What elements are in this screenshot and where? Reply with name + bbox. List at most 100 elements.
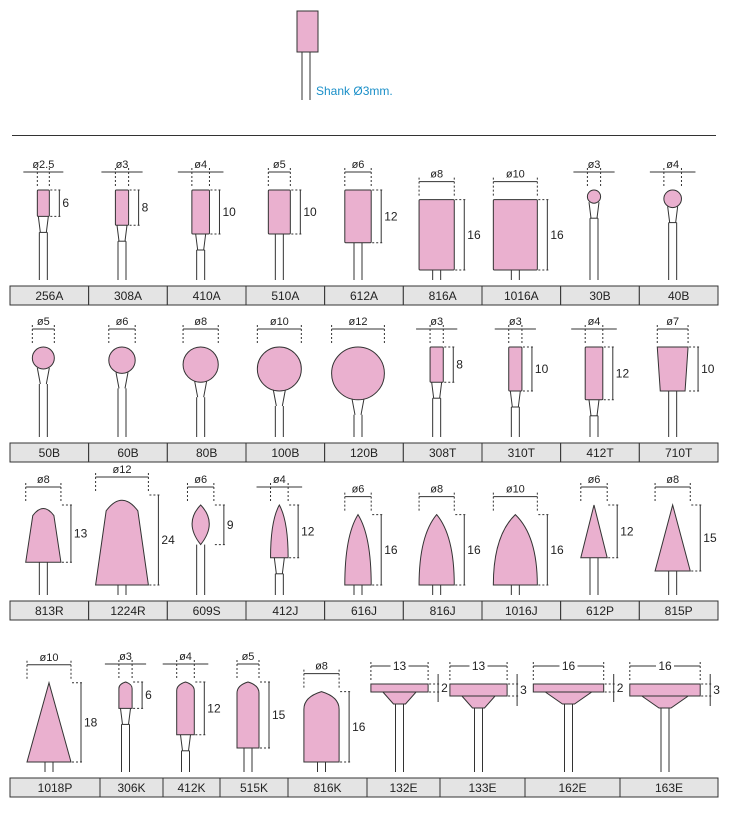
- head-round-taper: [25, 508, 62, 563]
- neck: [116, 225, 128, 242]
- head-hub: [640, 695, 690, 709]
- product-code: 60B: [117, 446, 138, 460]
- product-code-cell: 616J: [324, 600, 404, 621]
- product-code: 30B: [589, 289, 610, 303]
- diameter-label: ø7: [666, 316, 679, 328]
- product-code-cell: 410A: [166, 285, 247, 306]
- length-label: 16: [467, 543, 481, 557]
- product-code-cell: 816J: [402, 600, 483, 621]
- head-cylinder: [429, 346, 444, 383]
- length-label: 8: [142, 201, 149, 215]
- head-bullet: [303, 691, 340, 763]
- product-code-cell: 60B: [88, 442, 168, 463]
- product-412K: ø4 12 412K: [162, 651, 221, 798]
- product-code: 1224R: [110, 604, 146, 618]
- length-label: 6: [145, 688, 152, 702]
- label-bg: [559, 660, 578, 671]
- length-label: 16: [550, 228, 564, 242]
- neck: [509, 390, 521, 408]
- product-code-cell: 816A: [402, 285, 483, 306]
- diameter-label: ø10: [506, 169, 525, 181]
- head-disc: [532, 683, 605, 693]
- product-code-cell: 710T: [638, 442, 719, 463]
- diameter-label: ø4: [179, 651, 192, 663]
- head-cylinder: [492, 199, 538, 271]
- divider-line: [12, 135, 716, 136]
- head-ball: [108, 346, 136, 374]
- length-label: 15: [703, 531, 717, 545]
- product-code: 162E: [558, 781, 586, 795]
- product-code: 815P: [665, 604, 693, 618]
- product-1016A: ø10 16 1016A: [481, 169, 564, 306]
- diameter-label: ø8: [194, 316, 207, 328]
- length-label: 9: [227, 518, 234, 532]
- diameter-label: ø8: [666, 474, 679, 486]
- length-label: 3: [520, 683, 527, 697]
- product-code: 310T: [508, 446, 536, 460]
- diameter-label: ø6: [588, 474, 601, 486]
- head-ogive: [344, 513, 372, 586]
- length-label: 24: [161, 533, 175, 547]
- product-30B: ø3 30B: [560, 159, 640, 306]
- head-cylinder: [36, 189, 50, 217]
- neck: [37, 216, 49, 233]
- product-code-cell: 30B: [560, 285, 640, 306]
- diameter-label: ø12: [113, 464, 132, 476]
- product-code: 256A: [35, 289, 63, 303]
- head-bullet: [118, 681, 133, 709]
- diameter-label: ø3: [116, 159, 129, 171]
- head-ogive: [270, 503, 289, 559]
- length-label: 8: [456, 358, 463, 372]
- product-162E: 16 2 162E: [524, 659, 624, 798]
- neck: [272, 389, 286, 407]
- neck: [273, 557, 285, 574]
- diameter-label: ø6: [352, 484, 365, 496]
- diameter-label: ø3: [588, 159, 601, 171]
- length-label: 12: [616, 366, 630, 380]
- code-cell-bg: [638, 285, 719, 306]
- diameter-label: 16: [562, 659, 576, 673]
- product-code: 1016A: [504, 289, 539, 303]
- product-code: 100B: [271, 446, 299, 460]
- diameter-label: ø3: [119, 651, 132, 663]
- length-label: 10: [303, 205, 317, 219]
- head-cylinder: [344, 189, 372, 244]
- product-code-cell: 133E: [439, 777, 526, 798]
- product-code-cell: 1016J: [481, 600, 562, 621]
- length-label: 18: [84, 715, 98, 729]
- product-code-cell: 1018P: [9, 777, 101, 798]
- sample-head: [296, 10, 319, 53]
- length-label: 12: [207, 701, 221, 715]
- product-code: 120B: [350, 446, 378, 460]
- head-ball: [586, 189, 602, 204]
- product-code-cell: 256A: [9, 285, 90, 306]
- head-taper: [656, 346, 689, 392]
- product-code: 410A: [193, 289, 221, 303]
- diameter-label: ø8: [37, 474, 50, 486]
- length-label: 2: [441, 681, 448, 695]
- product-code-cell: 412K: [162, 777, 221, 798]
- label-bg: [469, 660, 488, 671]
- head-cylinder: [267, 189, 291, 235]
- product-code-cell: 515K: [219, 777, 289, 798]
- neck: [194, 381, 208, 398]
- shank-note: Shank Ø3mm.: [316, 84, 393, 98]
- product-code-cell: 162E: [524, 777, 621, 798]
- length-label: 2: [617, 681, 624, 695]
- head-ball: [331, 346, 385, 401]
- neck: [115, 372, 129, 389]
- product-code-cell: 612P: [560, 600, 640, 621]
- diameter-label: ø4: [194, 159, 207, 171]
- product-code-cell: 1016A: [481, 285, 562, 306]
- product-code: 80B: [196, 446, 217, 460]
